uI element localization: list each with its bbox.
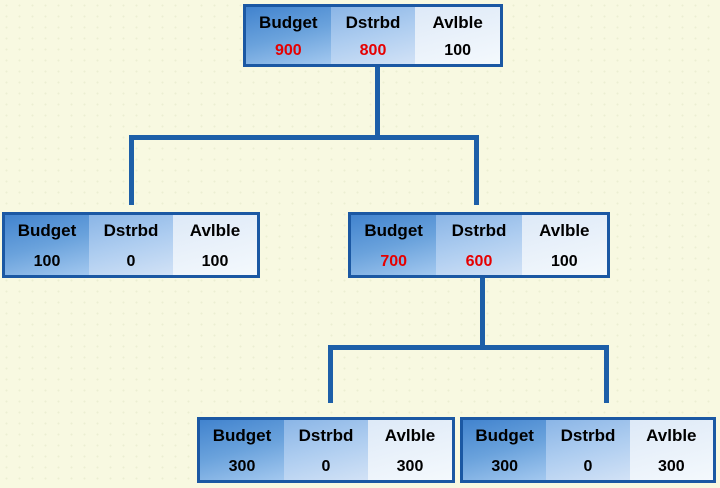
dstrbd-column: Dstrbd 0 xyxy=(546,420,630,480)
connector-level2-horizontal xyxy=(328,345,609,350)
avlble-column: Avlble 100 xyxy=(521,215,607,275)
dstrbd-value: 0 xyxy=(583,458,593,475)
budget-value: 700 xyxy=(380,253,408,270)
dstrbd-column: Dstrbd 600 xyxy=(436,215,522,275)
avlble-value: 300 xyxy=(396,458,424,475)
avlble-column: Avlble 100 xyxy=(415,7,500,64)
budget-header: Budget xyxy=(17,221,77,240)
budget-value: 300 xyxy=(228,458,256,475)
connector-root-stem xyxy=(375,67,380,140)
avlble-header: Avlble xyxy=(432,13,483,32)
avlble-column: Avlble 300 xyxy=(368,420,452,480)
dstrbd-column: Dstrbd 800 xyxy=(330,7,416,64)
budget-header: Budget xyxy=(259,13,318,32)
dstrbd-value: 600 xyxy=(465,253,493,270)
avlble-value: 100 xyxy=(201,253,229,270)
avlble-value: 300 xyxy=(657,458,685,475)
budget-value: 100 xyxy=(33,253,61,270)
dstrbd-header: Dstrbd xyxy=(560,426,616,445)
dstrbd-column: Dstrbd 0 xyxy=(284,420,368,480)
connector-level2-right-drop xyxy=(604,345,609,403)
avlble-header: Avlble xyxy=(539,221,590,240)
avlble-column: Avlble 300 xyxy=(629,420,713,480)
budget-value: 900 xyxy=(274,42,302,59)
avlble-column: Avlble 100 xyxy=(173,215,257,275)
connector-midright-stem xyxy=(480,278,485,350)
avlble-header: Avlble xyxy=(189,221,241,240)
budget-node-bottom-right: Budget 300 Dstrbd 0 Avlble 300 xyxy=(460,417,716,483)
dstrbd-value: 800 xyxy=(359,42,387,59)
avlble-value: 100 xyxy=(550,253,578,270)
budget-node-bottom-left: Budget 300 Dstrbd 0 Avlble 300 xyxy=(197,417,455,483)
dstrbd-column: Dstrbd 0 xyxy=(89,215,173,275)
budget-column: Budget 900 xyxy=(246,7,331,64)
dstrbd-value: 0 xyxy=(321,458,331,475)
dstrbd-header: Dstrbd xyxy=(451,221,507,240)
budget-column: Budget 300 xyxy=(200,420,284,480)
budget-value: 300 xyxy=(491,458,519,475)
budget-header: Budget xyxy=(212,426,272,445)
avlble-header: Avlble xyxy=(646,426,697,445)
connector-level1-horizontal xyxy=(129,135,479,140)
dstrbd-header: Dstrbd xyxy=(298,426,354,445)
connector-level1-right-drop xyxy=(474,135,479,205)
connector-level2-left-drop xyxy=(328,345,333,403)
budget-column: Budget 300 xyxy=(463,420,547,480)
budget-column: Budget 700 xyxy=(351,215,437,275)
connector-level1-left-drop xyxy=(129,135,134,205)
budget-node-root: Budget 900 Dstrbd 800 Avlble 100 xyxy=(243,4,503,67)
avlble-header: Avlble xyxy=(384,426,436,445)
budget-header: Budget xyxy=(475,426,534,445)
dstrbd-header: Dstrbd xyxy=(345,13,401,32)
avlble-value: 100 xyxy=(444,42,471,59)
budget-header: Budget xyxy=(364,221,423,240)
budget-node-mid-left: Budget 100 Dstrbd 0 Avlble 100 xyxy=(2,212,260,278)
dstrbd-value: 0 xyxy=(126,253,136,270)
budget-column: Budget 100 xyxy=(5,215,89,275)
dstrbd-header: Dstrbd xyxy=(103,221,159,240)
budget-node-mid-right: Budget 700 Dstrbd 600 Avlble 100 xyxy=(348,212,610,278)
